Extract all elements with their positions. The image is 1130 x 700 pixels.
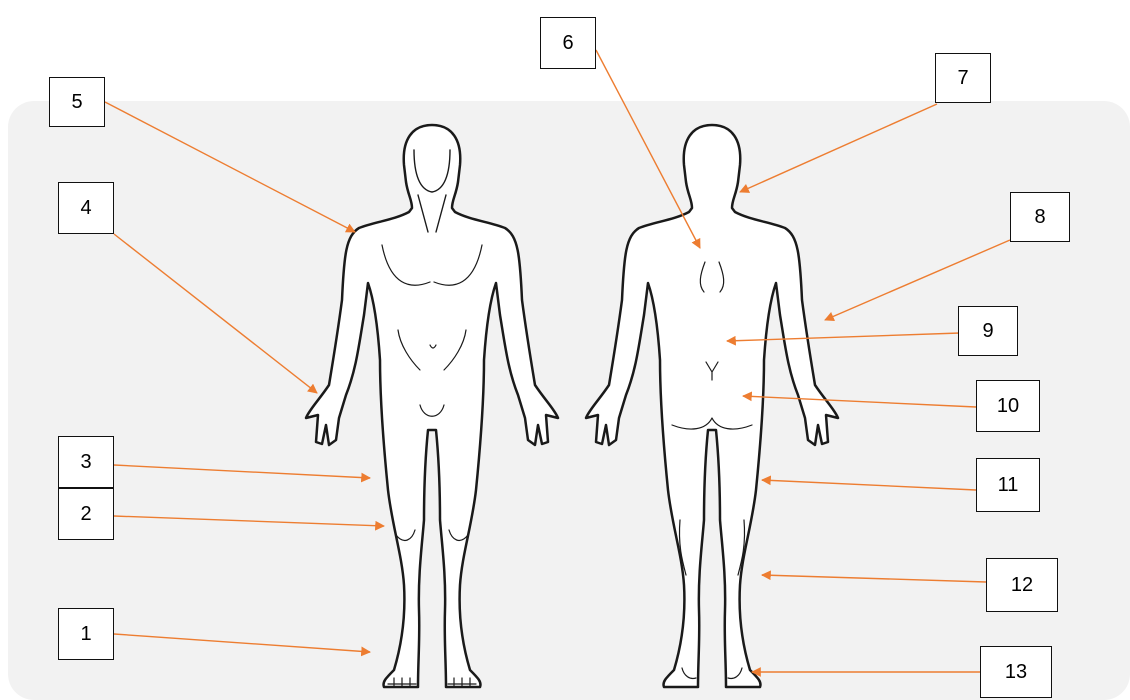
label-box-12: 12 (986, 558, 1058, 612)
arrow-3 (114, 465, 370, 478)
label-box-13: 13 (980, 646, 1052, 698)
arrow-5 (105, 102, 355, 232)
arrow-10 (743, 396, 976, 407)
label-box-7: 7 (935, 53, 991, 103)
label-box-4: 4 (58, 182, 114, 234)
label-box-8: 8 (1010, 192, 1070, 242)
front-body-figure (306, 125, 558, 687)
back-body-outline (586, 125, 838, 687)
label-box-3: 3 (58, 436, 114, 488)
arrow-2 (114, 516, 384, 526)
label-box-11: 11 (976, 458, 1040, 512)
label-box-10: 10 (976, 380, 1040, 432)
label-box-1: 1 (58, 608, 114, 660)
label-box-9: 9 (958, 306, 1018, 356)
front-body-outline (306, 125, 558, 687)
label-arrows (105, 50, 1010, 672)
arrow-4 (114, 234, 317, 393)
back-body-figure (586, 125, 838, 687)
arrow-7 (740, 104, 937, 192)
arrow-12 (762, 575, 986, 582)
arrow-1 (114, 634, 370, 652)
label-box-6: 6 (540, 17, 596, 69)
label-box-2: 2 (58, 488, 114, 540)
arrow-11 (762, 480, 976, 490)
label-box-5: 5 (49, 77, 105, 127)
